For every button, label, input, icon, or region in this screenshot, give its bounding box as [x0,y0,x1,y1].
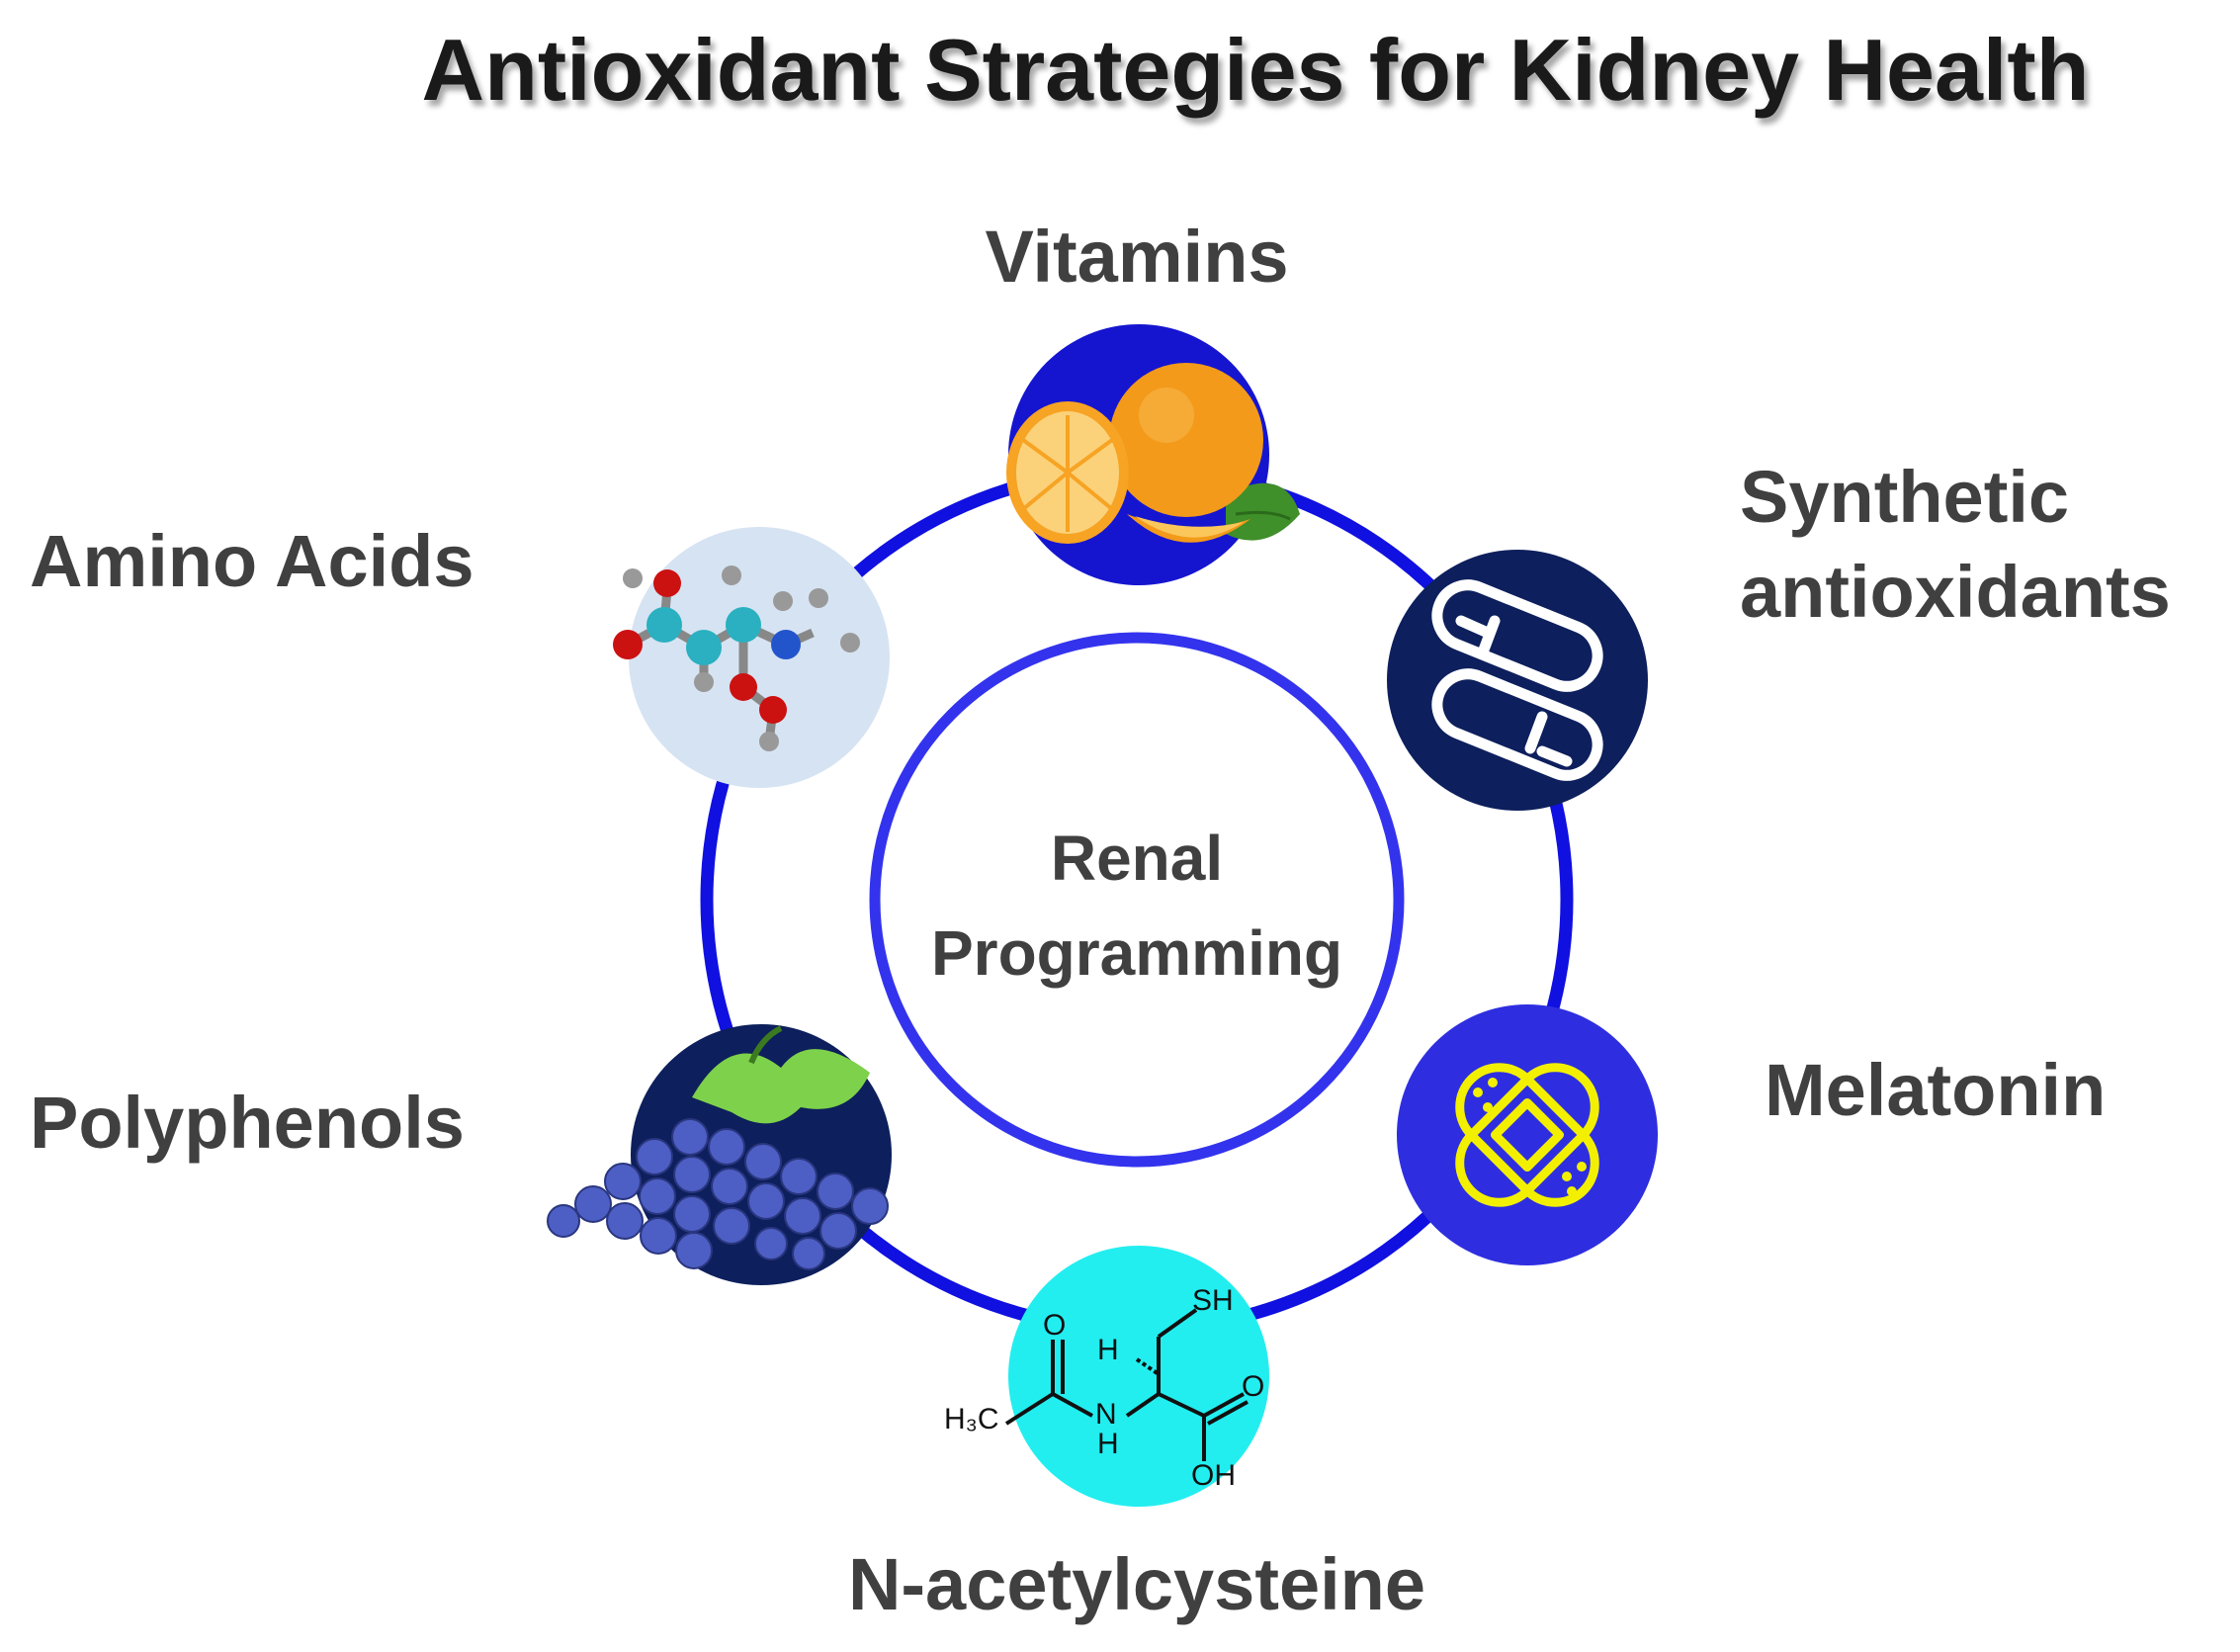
nac-molecule-structure-icon [1004,1308,1249,1461]
center-label-line1: Renal [1050,823,1224,894]
nac-atom-sh: SH [1192,1284,1234,1317]
melatonin-node [1397,1004,1658,1265]
diagram-title: Antioxidant Strategies for Kidney Health [421,21,2090,119]
capsule-pills-icon [1431,579,1603,781]
ball-and-stick-molecule-icon [613,565,860,751]
nac-atom-o-top: O [1043,1309,1066,1342]
polyphenols-node [547,1024,892,1285]
nac-node: SH H O O OH N H H₃C [944,1246,1269,1507]
nac-atom-o-right: O [1242,1370,1264,1403]
label-synthetic-line1: Synthetic [1740,456,2070,538]
nac-atom-nh-h: H [1097,1428,1119,1460]
nac-atom-ch3: H₃C [944,1403,999,1435]
nac-atom-n: N [1095,1398,1117,1431]
label-vitamins: Vitamins [985,216,1289,298]
vitamins-node [1006,324,1300,585]
label-synthetic: Synthetic antioxidants [1740,450,2171,640]
label-nac: N-acetylcysteine [847,1543,1426,1625]
center-circle [869,632,1405,1168]
center-label-line2: Programming [930,917,1343,989]
label-polyphenols: Polyphenols [30,1082,465,1164]
grapes-icon [547,1025,889,1270]
center-label: Renal Programming [860,811,1414,1000]
bandage-icon [1455,1063,1599,1207]
label-amino: Amino Acids [30,520,474,602]
nac-atom-oh: OH [1191,1459,1236,1492]
amino-node [613,527,890,788]
label-synthetic-line2: antioxidants [1740,551,2171,633]
nac-atom-h: H [1097,1334,1119,1366]
label-melatonin: Melatonin [1765,1049,2107,1131]
orange-fruit-icon [1006,363,1300,544]
synthetic-node [1387,550,1648,811]
